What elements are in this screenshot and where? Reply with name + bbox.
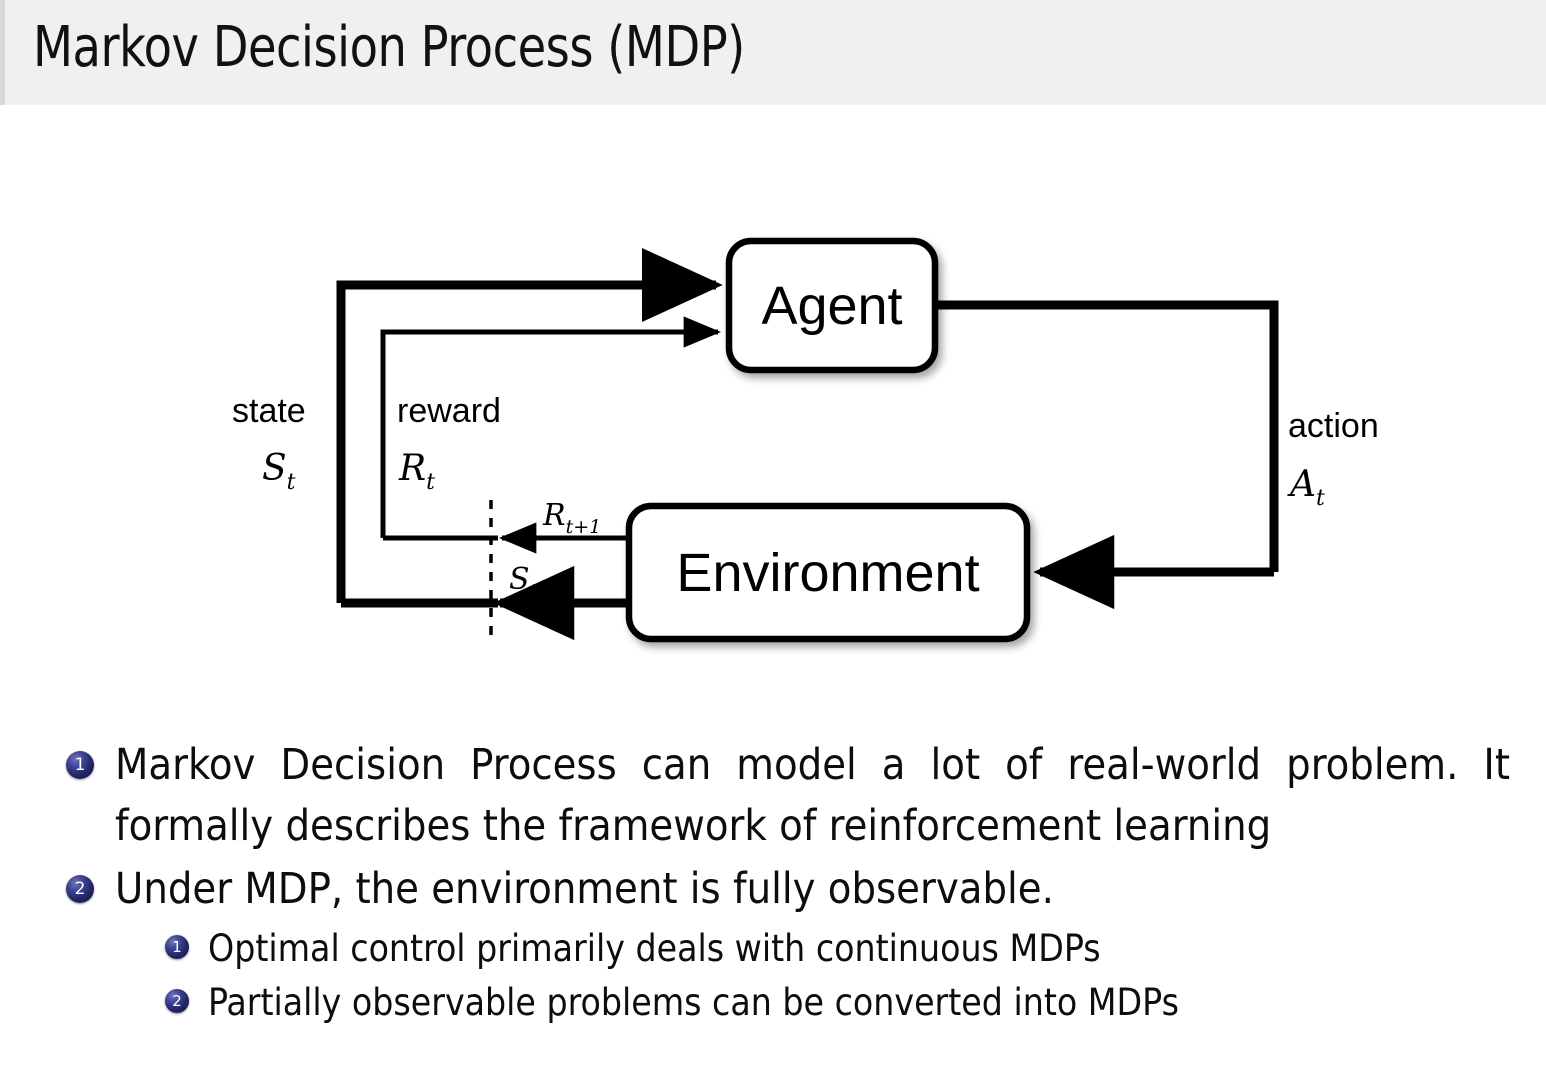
sub-bullet-text: Partially observable problems can be con…	[208, 981, 1179, 1024]
label-reward: reward Rt	[397, 392, 501, 495]
label-state: state St	[232, 392, 306, 495]
label-action-symbol: At	[1287, 464, 1325, 511]
node-environment-label: Environment	[676, 543, 979, 603]
node-agent: Agent	[725, 237, 939, 374]
list-item: 2 Under MDP, the environment is fully ob…	[0, 859, 1546, 920]
slide-header: Markov Decision Process (MDP)	[0, 0, 1546, 105]
label-reward-word: reward	[397, 392, 501, 430]
node-environment: Environment	[625, 502, 1031, 643]
list-item: 1 Optimal control primarily deals with c…	[0, 922, 1546, 976]
bullet-text: Under MDP, the environment is fully obse…	[115, 864, 1054, 914]
edge-action	[930, 300, 1279, 610]
node-agent-label: Agent	[761, 276, 902, 336]
list-item: 1 Markov Decision Process can model a lo…	[0, 735, 1546, 857]
agent-environment-diagram: Agent Environment state St reward Rt act…	[0, 140, 1546, 710]
sub-bullet-text: Optimal control primarily deals with con…	[208, 927, 1101, 970]
sub-bullet-badge-1: 1	[165, 935, 189, 959]
label-state-next-symbol: St+1	[509, 562, 565, 602]
page-title: Markov Decision Process (MDP)	[33, 15, 745, 80]
bullet-text: Markov Decision Process can model a lot …	[115, 740, 1510, 851]
edge-state	[336, 247, 723, 641]
label-state-word: state	[232, 392, 306, 430]
label-action-word: action	[1288, 407, 1379, 445]
label-reward-symbol: Rt	[398, 448, 435, 495]
label-reward-next-symbol: Rt+1	[542, 498, 601, 538]
bullet-list: 1 Markov Decision Process can model a lo…	[0, 735, 1546, 1030]
sub-bullet-badge-2: 2	[165, 989, 189, 1013]
edge-reward	[380, 316, 722, 554]
bullet-badge-2: 2	[66, 875, 94, 903]
label-state-symbol: St	[262, 448, 296, 495]
bullet-badge-1: 1	[66, 751, 94, 779]
list-item: 2 Partially observable problems can be c…	[0, 976, 1546, 1030]
label-action: action At	[1287, 407, 1379, 511]
